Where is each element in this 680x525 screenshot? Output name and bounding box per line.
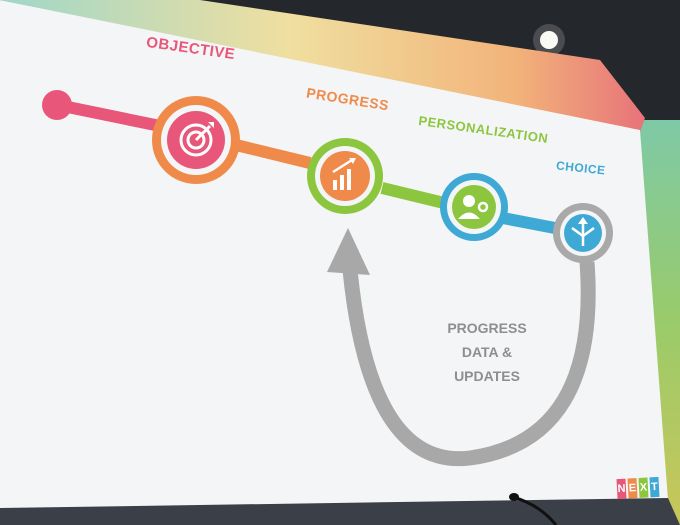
target-icon	[179, 122, 214, 157]
logo-tile-e: E	[627, 478, 638, 499]
node-choice	[553, 203, 613, 263]
bar-chart-icon	[332, 158, 356, 190]
timeline-start-dot	[42, 90, 72, 120]
logo-tile-x: X	[638, 477, 649, 498]
node-progress	[307, 138, 383, 214]
feedback-arc	[342, 261, 596, 467]
feedback-line-1: PROGRESS	[447, 320, 527, 336]
logo-tile-n: N	[616, 478, 627, 500]
timeline-segment-objective	[52, 99, 166, 132]
feedback-line-2: DATA &	[461, 344, 513, 360]
stage-strip	[0, 498, 680, 525]
timeline-segment-progress	[234, 139, 312, 169]
split-arrows-icon	[571, 217, 595, 246]
node-objective	[152, 96, 240, 184]
ceiling-light	[540, 31, 558, 49]
node-personalization	[440, 173, 508, 241]
timeline-segment-personalization	[380, 182, 446, 209]
next-logo: N E X T	[616, 476, 660, 500]
feedback-arrowhead	[327, 228, 370, 275]
timeline-segment-choice	[501, 212, 562, 235]
logo-tile-t: T	[649, 476, 660, 498]
feedback-label: PROGRESS DATA & UPDATES	[446, 316, 528, 388]
user-gear-icon	[458, 195, 489, 219]
feedback-line-3: UPDATES	[454, 368, 520, 384]
